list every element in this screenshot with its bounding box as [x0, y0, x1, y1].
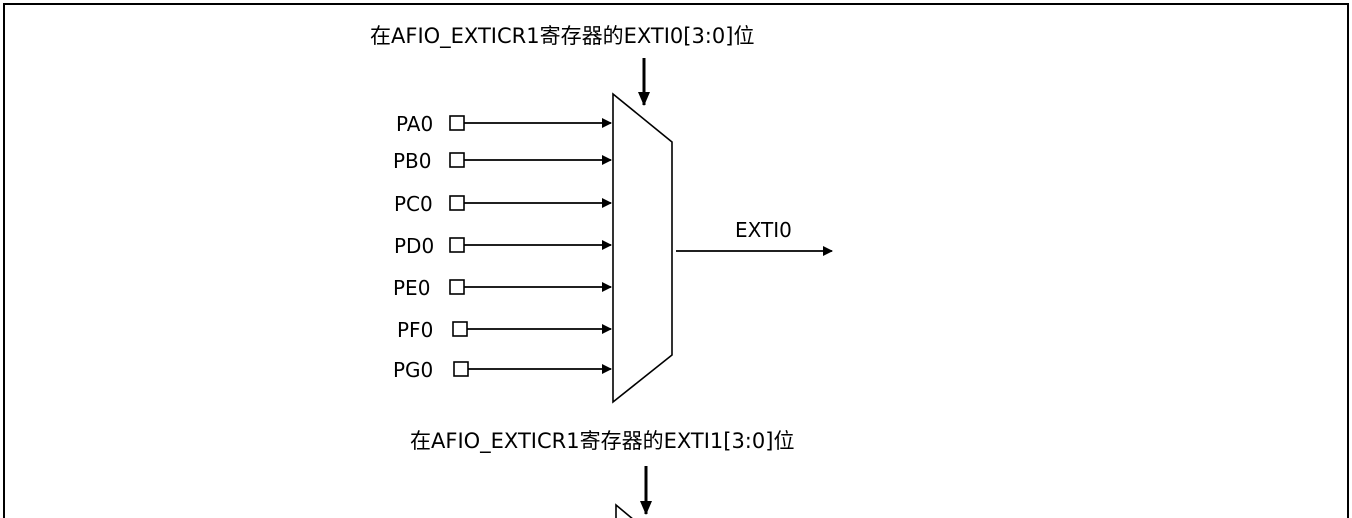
exti1-mux-body	[615, 503, 633, 518]
exti0-mux-body	[612, 92, 673, 404]
input-pin-pe0	[449, 279, 465, 295]
input-label-pc0: PC0	[394, 192, 433, 216]
input-label-pf0: PF0	[397, 318, 433, 342]
input-label-pb0: PB0	[393, 149, 432, 173]
input-pin-pd0	[449, 237, 465, 253]
input-label-pd0: PD0	[394, 234, 434, 258]
input-pin-pb0	[449, 152, 465, 168]
input-pin-pg0	[453, 361, 469, 377]
exti0-output-label: EXTI0	[735, 218, 792, 242]
input-pin-pf0	[452, 321, 468, 337]
input-label-pa0: PA0	[396, 112, 433, 136]
input-pin-pc0	[449, 195, 465, 211]
exti1-mux-group: 在AFIO_EXTICR1寄存器的EXTI1[3:0]位	[410, 429, 794, 518]
exti0-mux-group: 在AFIO_EXTICR1寄存器的EXTI0[3:0]位 EXTI0 PA0PB…	[370, 24, 833, 404]
exti1-select-label: 在AFIO_EXTICR1寄存器的EXTI1[3:0]位	[410, 429, 794, 454]
exti0-select-label: 在AFIO_EXTICR1寄存器的EXTI0[3:0]位	[370, 24, 754, 49]
input-label-pe0: PE0	[393, 276, 430, 300]
input-label-pg0: PG0	[393, 358, 433, 382]
input-pin-pa0	[449, 115, 465, 131]
figure-frame	[3, 3, 1349, 518]
